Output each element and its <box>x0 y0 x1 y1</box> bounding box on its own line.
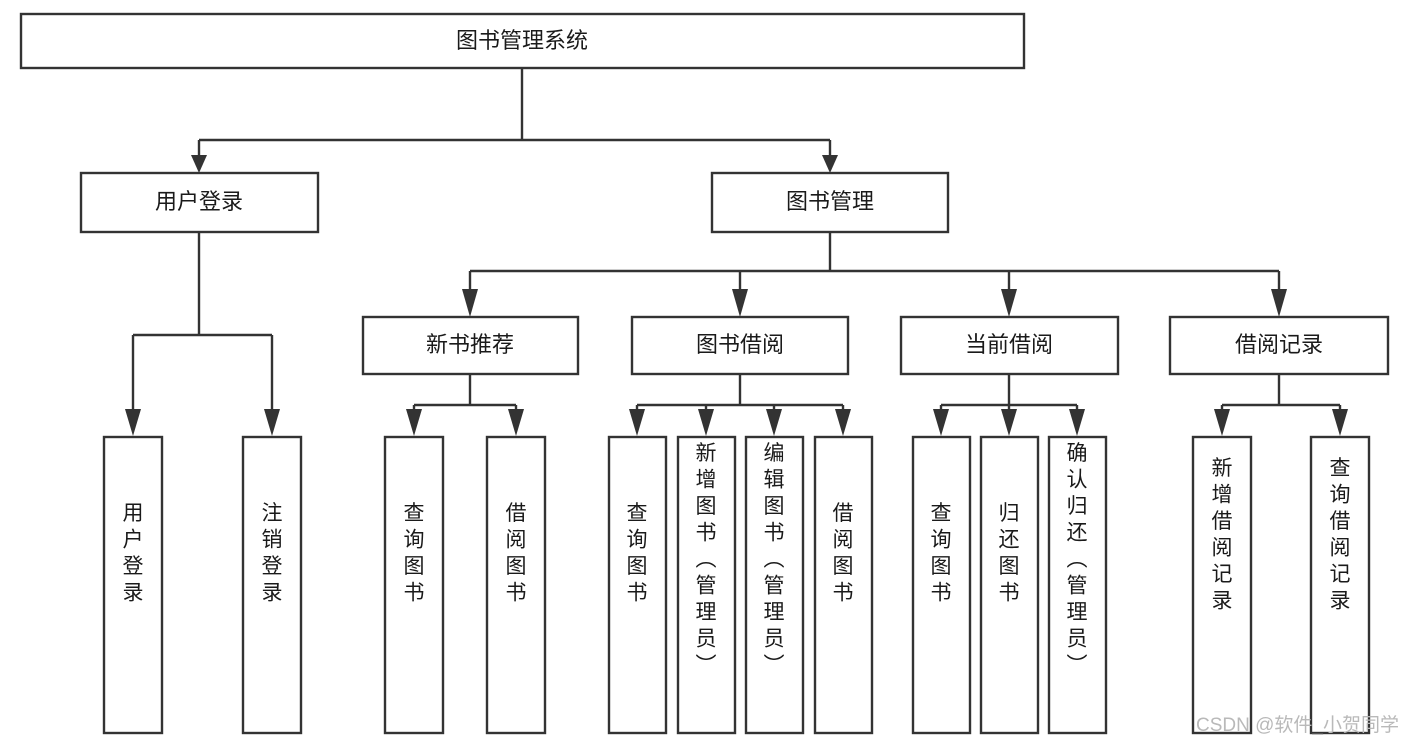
arrow-bookborrow-to-leaf-0 <box>629 409 645 436</box>
leaf-query-book-2-label: 查询图书 <box>627 502 648 605</box>
node-borrow-record-box[interactable] <box>1168 315 1390 376</box>
leaf-edit-book-admin[interactable]: 编辑图书︵管理员︶ <box>744 435 805 735</box>
leaf-edit-book-admin-box[interactable] <box>744 435 805 735</box>
leaf-add-borrow-record[interactable]: 新增借阅记录 <box>1191 435 1253 735</box>
leaf-query-book-3-label: 查询图书 <box>931 502 952 605</box>
arrow-newbook-to-leaf-1 <box>508 409 524 436</box>
node-new-book-recommend-label: 新书推荐 <box>426 332 514 357</box>
leaf-confirm-return-admin-label: 确认归还︵管理员︶ <box>1067 442 1088 677</box>
leaf-confirm-return-admin[interactable]: 确认归还︵管理员︶ <box>1047 435 1108 735</box>
leaf-query-borrow-record-label: 查询借阅记录 <box>1330 457 1351 613</box>
node-new-book-recommend[interactable]: 新书推荐 <box>361 315 580 376</box>
leaf-add-book-admin-box[interactable] <box>676 435 737 735</box>
node-current-borrow-label: 当前借阅 <box>965 332 1053 357</box>
leaf-logout-login-box[interactable] <box>241 435 303 735</box>
leaf-query-borrow-record-box[interactable] <box>1309 435 1371 735</box>
leaf-return-book-box[interactable] <box>979 435 1040 735</box>
connector-layer <box>125 68 1348 436</box>
csdn-watermark: CSDN @软件_小贺同学 <box>1196 714 1399 736</box>
arrow-currentborrow-to-leaf-2 <box>1069 409 1085 436</box>
leaf-query-book-1-box[interactable] <box>383 435 445 735</box>
node-book-borrow-box[interactable] <box>630 315 850 376</box>
leaf-confirm-return-admin-box[interactable] <box>1047 435 1108 735</box>
node-user-login[interactable]: 用户登录 <box>79 171 320 234</box>
leaf-query-book-1[interactable]: 查询图书 <box>383 435 445 735</box>
leaf-borrow-book-1[interactable]: 借阅图书 <box>485 435 547 735</box>
node-current-borrow[interactable]: 当前借阅 <box>899 315 1120 376</box>
node-book-borrow-label: 图书借阅 <box>696 332 784 357</box>
leaf-borrow-book-2[interactable]: 借阅图书 <box>813 435 874 735</box>
leaf-return-book[interactable]: 归还图书 <box>979 435 1040 735</box>
node-current-borrow-box[interactable] <box>899 315 1120 376</box>
arrow-borrowrecord-to-leaf-0 <box>1214 409 1230 436</box>
leaf-user-login[interactable]: 用户登录 <box>102 435 164 735</box>
leaf-query-borrow-record[interactable]: 查询借阅记录 <box>1309 435 1371 735</box>
node-root[interactable]: 图书管理系统 <box>19 12 1026 70</box>
node-root-label: 图书管理系统 <box>456 28 588 53</box>
leaf-add-borrow-record-label: 新增借阅记录 <box>1212 457 1233 613</box>
leaf-logout-login-label: 注销登录 <box>262 502 283 605</box>
node-borrow-record[interactable]: 借阅记录 <box>1168 315 1390 376</box>
arrow-bookmanage-to-borrowrecord <box>1271 289 1287 317</box>
leaf-borrow-book-1-box[interactable] <box>485 435 547 735</box>
arrow-borrowrecord-to-leaf-1 <box>1332 409 1348 436</box>
arrow-userlogin-to-leaf-1 <box>264 409 280 436</box>
node-new-book-recommend-box[interactable] <box>361 315 580 376</box>
node-borrow-record-label: 借阅记录 <box>1235 332 1323 357</box>
arrow-currentborrow-to-leaf-0 <box>933 409 949 436</box>
leaf-query-book-2-box[interactable] <box>607 435 668 735</box>
leaf-add-book-admin-label: 新增图书︵管理员︶ <box>696 442 717 677</box>
arrow-bookborrow-to-leaf-1 <box>698 409 714 436</box>
node-book-borrow[interactable]: 图书借阅 <box>630 315 850 376</box>
arrow-bookborrow-to-leaf-3 <box>835 409 851 436</box>
leaf-borrow-book-1-label: 借阅图书 <box>506 502 527 605</box>
leaf-edit-book-admin-label: 编辑图书︵管理员︶ <box>764 442 785 677</box>
leaf-borrow-book-2-label: 借阅图书 <box>833 502 854 605</box>
arrow-currentborrow-to-leaf-1 <box>1001 409 1017 436</box>
leaf-query-book-2[interactable]: 查询图书 <box>607 435 668 735</box>
node-user-login-box[interactable] <box>79 171 320 234</box>
node-user-login-label: 用户登录 <box>155 189 243 214</box>
leaf-borrow-book-2-box[interactable] <box>813 435 874 735</box>
arrow-root-to-book-manage <box>822 155 838 173</box>
arrow-root-to-user-login <box>191 155 207 173</box>
leaf-user-login-box[interactable] <box>102 435 164 735</box>
arrow-bookmanage-to-newbook <box>462 289 478 317</box>
arrow-bookborrow-to-leaf-2 <box>766 409 782 436</box>
leaf-add-book-admin[interactable]: 新增图书︵管理员︶ <box>676 435 737 735</box>
arrow-newbook-to-leaf-0 <box>406 409 422 436</box>
arrow-bookmanage-to-bookborrow <box>732 289 748 317</box>
node-root-box[interactable] <box>19 12 1026 70</box>
node-book-manage[interactable]: 图书管理 <box>710 171 950 234</box>
leaf-query-book-1-label: 查询图书 <box>404 502 425 605</box>
leaf-add-borrow-record-box[interactable] <box>1191 435 1253 735</box>
arrow-userlogin-to-leaf-0 <box>125 409 141 436</box>
leaf-user-login-label: 用户登录 <box>123 502 144 605</box>
node-book-manage-box[interactable] <box>710 171 950 234</box>
leaf-query-book-3[interactable]: 查询图书 <box>911 435 972 735</box>
leaf-query-book-3-box[interactable] <box>911 435 972 735</box>
node-book-manage-label: 图书管理 <box>786 189 874 214</box>
leaf-return-book-label: 归还图书 <box>999 502 1020 605</box>
leaf-logout-login[interactable]: 注销登录 <box>241 435 303 735</box>
arrow-bookmanage-to-currentborrow <box>1001 289 1017 317</box>
